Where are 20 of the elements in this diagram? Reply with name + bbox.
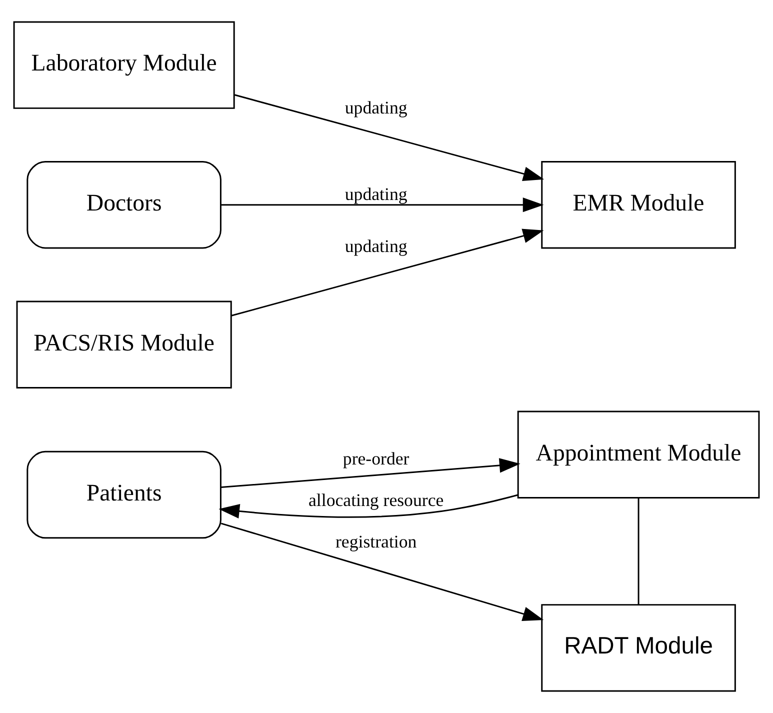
arrow <box>234 94 544 181</box>
edge-label: updating <box>344 184 408 204</box>
node-box: Appointment Module <box>517 410 760 498</box>
edge-label: updating <box>344 98 408 118</box>
edge-label: registration <box>335 532 417 552</box>
node-box: PACS/RIS Module <box>16 300 232 388</box>
node-box: EMR Module <box>541 160 736 249</box>
node-box: Patients <box>26 450 222 539</box>
edge-label: updating <box>344 236 408 256</box>
node-box: RADT Module <box>541 604 736 692</box>
node-box: Doctors <box>26 160 222 249</box>
arrow <box>221 198 544 212</box>
arrow <box>221 458 520 488</box>
arrow <box>220 522 544 621</box>
edge-label: pre-order <box>342 448 410 468</box>
arrow <box>218 494 518 518</box>
edge-label: allocating resource <box>308 490 444 510</box>
arrow <box>231 228 544 316</box>
connector <box>638 498 640 605</box>
node-box: Laboratory Module <box>13 21 235 109</box>
